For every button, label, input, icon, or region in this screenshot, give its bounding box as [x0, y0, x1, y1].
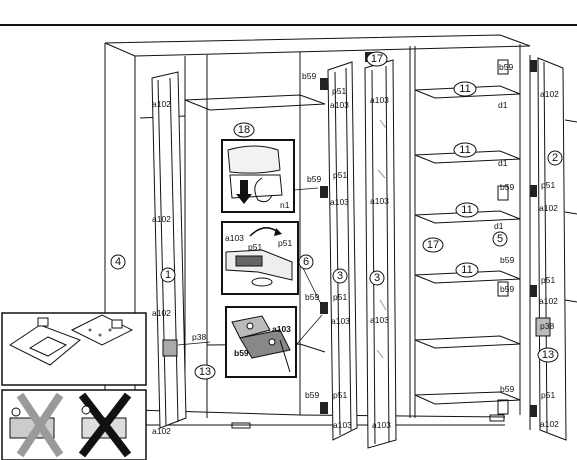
detail-inset-n1: [221, 139, 295, 213]
fitting-p38-label: p38: [192, 332, 206, 342]
fitting-a103-label: a103: [225, 233, 244, 243]
fitting-p51-label: p51: [541, 275, 555, 285]
fitting-b59-label: b59: [500, 255, 514, 265]
fitting-a102-label: a102: [152, 99, 171, 109]
fitting-a103-label: a103: [331, 316, 350, 326]
part-5-label: 5: [497, 233, 503, 245]
fitting-a102-label: a102: [539, 203, 558, 213]
p38-fitting-right: [535, 317, 551, 337]
fitting-a103-label: a103: [372, 420, 391, 430]
detail-inset-p51: [221, 221, 299, 295]
part-18-label: 18: [238, 124, 250, 136]
fitting-b59-label: b59: [500, 384, 514, 394]
fitting-a102-label: a102: [540, 89, 559, 99]
fitting-p51-label: p51: [541, 390, 555, 400]
detail-inset-hinge: [225, 306, 297, 378]
fitting-a103-label: a103: [370, 196, 389, 206]
fitting-p51-label: p51: [333, 390, 347, 400]
wardrobe-carcass: [104, 34, 531, 429]
part-2-label: 2: [552, 152, 558, 164]
fitting-a103-label: a103: [272, 324, 291, 334]
fitting-a102-label: a102: [152, 308, 171, 318]
part-6-label: 6: [303, 256, 309, 268]
fitting-d1-label: d1: [498, 158, 508, 168]
door-3-left: [327, 61, 358, 441]
part-4-label: 4: [115, 256, 121, 268]
part-1-label: 1: [165, 269, 171, 281]
handling-panel-top: [1, 312, 147, 386]
fitting-a103-label: a103: [330, 197, 349, 207]
fitting-d1-label: d1: [498, 100, 508, 110]
fitting-b59-label: b59: [305, 292, 319, 302]
fitting-b59-label: b59: [500, 284, 514, 294]
part-17-label: 17: [427, 239, 439, 251]
fitting-a102-label: a102: [152, 426, 171, 436]
door-3-right: [364, 59, 397, 449]
fitting-p51-label: p51: [332, 86, 346, 96]
fitting-a102-label: a102: [540, 419, 559, 429]
part-11-label: 11: [459, 144, 470, 156]
part-11-label: 11: [461, 264, 472, 276]
fitting-b59-label: b59: [234, 348, 249, 358]
fitting-p51-label: p51: [248, 242, 262, 252]
fitting-a102-label: a102: [539, 296, 558, 306]
door-1: [151, 71, 187, 429]
fitting-n1-label: n1: [280, 200, 290, 210]
circled-part-numbers: [110, 51, 563, 380]
part-17-label: 17: [371, 53, 383, 65]
fitting-b59-label: b59: [302, 71, 316, 81]
handling-panel-bottom: [1, 389, 147, 460]
fitting-a102-label: a102: [152, 214, 171, 224]
part-11-label: 11: [461, 204, 472, 216]
part-13-label: 13: [542, 349, 554, 361]
fitting-p38-label: p38: [540, 321, 554, 331]
p38-fitting-left: [162, 339, 178, 357]
part-13-label: 13: [199, 366, 211, 378]
part-3-label: 3: [374, 272, 380, 284]
fitting-d1-label: d1: [494, 221, 504, 231]
fitting-p51-label: p51: [541, 180, 555, 190]
fitting-p51-label: p51: [278, 238, 292, 248]
part-11-label: 11: [459, 83, 470, 95]
fitting-b59-label: b59: [499, 62, 513, 72]
part-3-label: 3: [337, 270, 343, 282]
fitting-a103-label: a103: [370, 315, 389, 325]
fitting-b59-label: b59: [305, 390, 319, 400]
fitting-p51-label: p51: [333, 170, 347, 180]
door-2: [537, 57, 567, 441]
fitting-b59-label: b59: [307, 174, 321, 184]
fitting-a103-label: a103: [330, 100, 349, 110]
fitting-a103-label: a103: [333, 420, 352, 430]
fitting-a103-label: a103: [370, 95, 389, 105]
fitting-b59-label: b59: [500, 182, 514, 192]
fitting-p51-label: p51: [333, 292, 347, 302]
side-panel-right: [564, 119, 577, 303]
